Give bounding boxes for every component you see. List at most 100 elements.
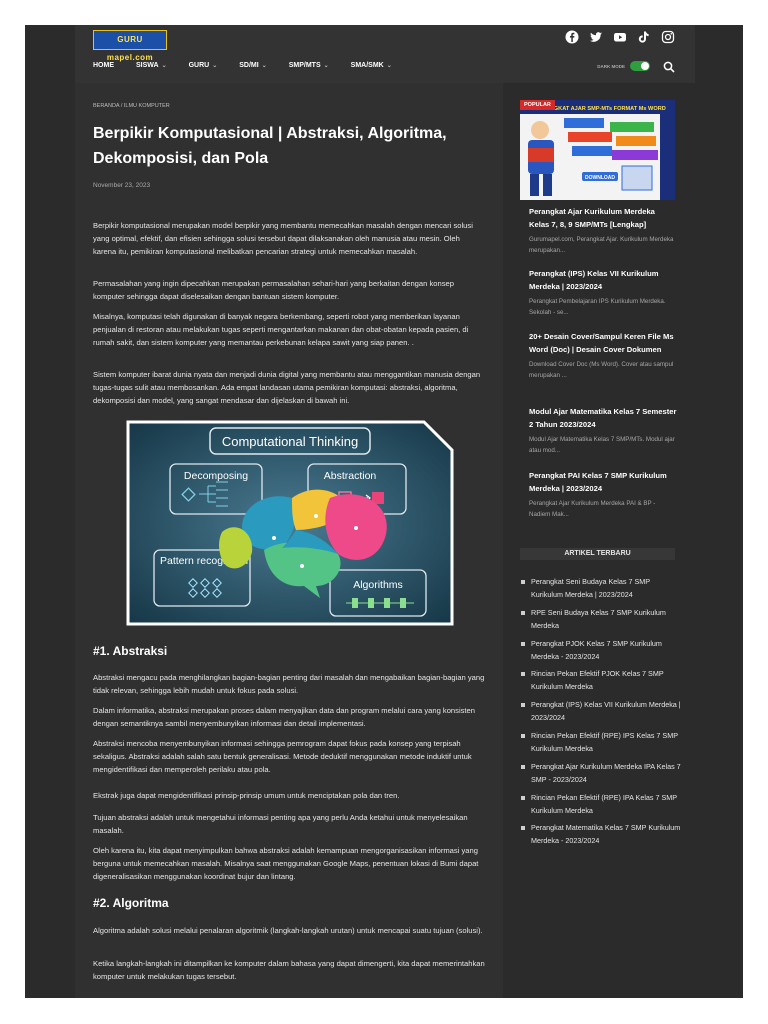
section-heading-algoritma: #2. Algoritma — [93, 896, 169, 910]
page-title: Berpikir Komputasional | Abstraksi, Algo… — [93, 125, 447, 167]
article-paragraph: Permasalahan yang ingin dipecahkan merup… — [93, 279, 454, 301]
article-paragraph: Abstraksi mencoba menyembunyikan informa… — [93, 739, 472, 774]
recent-post-link[interactable]: Perangkat Matematika Kelas 7 SMP Kurikul… — [531, 823, 681, 845]
featured-download-label: DOWNLOAD — [585, 175, 615, 181]
recent-post-link[interactable]: Rincian Pekan Efektif PJOK Kelas 7 SMP K… — [531, 669, 664, 691]
list-item[interactable]: Rincian Pekan Efektif (RPE) IPA Kelas 7 … — [521, 792, 681, 817]
recent-post-link[interactable]: Perangkat Ajar Kurikulum Merdeka IPA Kel… — [531, 762, 681, 784]
post-date: November 23, 2023 — [93, 182, 151, 189]
nav-label: SISWA — [136, 62, 159, 69]
list-item[interactable]: Perangkat (IPS) Kelas VII Kurikulum Merd… — [521, 699, 681, 724]
chevron-down-icon: ⌄ — [161, 63, 167, 69]
popular-post-title[interactable]: 20+ Desain Cover/Sampul Keren File Ms Wo… — [529, 332, 674, 354]
popular-post-excerpt: Download Cover Doc (Ms Word). Cover atau… — [529, 361, 674, 379]
popular-post[interactable]: 20+ Desain Cover/Sampul Keren File Ms Wo… — [529, 331, 677, 381]
popular-post[interactable]: Perangkat (IPS) Kelas VII Kurikulum Merd… — [529, 268, 677, 318]
recent-post-link[interactable]: Perangkat PJOK Kelas 7 SMP Kurikulum Mer… — [531, 639, 662, 661]
twitter-icon[interactable] — [589, 30, 603, 44]
article-paragraph: Algoritma adalah solusi melalui penalara… — [93, 926, 483, 935]
figure-label-abstraction: Abstraction — [324, 470, 377, 482]
list-item[interactable]: RPE Seni Budaya Kelas 7 SMP Kurikulum Me… — [521, 607, 681, 632]
recent-post-link[interactable]: Perangkat (IPS) Kelas VII Kurikulum Merd… — [531, 700, 681, 722]
featured-post-image[interactable]: PERANGKAT AJAR SMP-MTs FORMAT Ms WORD DO… — [520, 100, 675, 200]
bullet-icon — [521, 796, 525, 800]
section-heading-abstraksi: #1. Abstraksi — [93, 644, 168, 658]
popular-post-title[interactable]: Modul Ajar Matematika Kelas 7 Semester 2… — [529, 407, 677, 429]
popular-post-excerpt: Gurumapel.com, Perangkat Ajar. Kurikulum… — [529, 236, 674, 254]
figure-label-decomposing: Decomposing — [184, 470, 248, 482]
social-links — [565, 30, 675, 44]
article-paragraph: Sistem komputer ibarat dunia nyata dan m… — [93, 370, 481, 405]
figure-label-algorithms: Algorithms — [353, 579, 403, 591]
popular-badge: POPULAR — [520, 100, 555, 110]
chevron-down-icon: ⌄ — [212, 63, 218, 69]
recent-post-link[interactable]: Rincian Pekan Efektif (RPE) IPS Kelas 7 … — [531, 731, 678, 753]
popular-post-excerpt: Perangkat Pembelajaran IPS Kurikulum Mer… — [529, 298, 666, 316]
nav-label: HOME — [93, 62, 114, 69]
nav-label: SD/MI — [239, 62, 259, 69]
bullet-icon — [521, 765, 525, 769]
nav-label: GURU — [188, 62, 210, 69]
bullet-icon — [521, 734, 525, 738]
article-paragraph: Oleh karena itu, kita dapat menyimpulkan… — [93, 846, 479, 881]
page-frame: GURU mapel.com HOME SISWA⌄ GURU⌄ SD/MI⌄ — [25, 25, 743, 998]
popular-post[interactable]: Modul Ajar Matematika Kelas 7 Semester 2… — [529, 406, 677, 456]
recent-post-link[interactable]: RPE Seni Budaya Kelas 7 SMP Kurikulum Me… — [531, 608, 666, 630]
popular-post-title[interactable]: Perangkat (IPS) Kelas VII Kurikulum Merd… — [529, 269, 659, 291]
nav-home[interactable]: HOME — [93, 62, 114, 69]
site-logo[interactable]: GURU mapel.com — [93, 30, 167, 62]
nav-guru[interactable]: GURU⌄ — [189, 62, 218, 69]
bullet-icon — [521, 580, 525, 584]
list-item[interactable]: Rincian Pekan Efektif PJOK Kelas 7 SMP K… — [521, 668, 681, 693]
article-paragraph: Tujuan abstraksi adalah untuk mengetahui… — [93, 813, 468, 835]
computational-thinking-figure: Computational Thinking Decomposing Abstr… — [126, 420, 454, 626]
facebook-icon[interactable] — [565, 30, 579, 44]
main-nav: HOME SISWA⌄ GURU⌄ SD/MI⌄ SMP/MTS⌄ SMA/SM… — [93, 62, 414, 69]
dark-mode-control: DARK MODE — [597, 61, 650, 71]
bullet-icon — [521, 642, 525, 646]
search-icon[interactable] — [663, 61, 675, 73]
recent-post-link[interactable]: Perangkat Seni Budaya Kelas 7 SMP Kuriku… — [531, 577, 650, 599]
nav-smp-mts[interactable]: SMP/MTS⌄ — [289, 62, 329, 69]
article-paragraph: Ketika langkah-langkah ini ditampilkan k… — [93, 959, 485, 981]
list-item[interactable]: Rincian Pekan Efektif (RPE) IPS Kelas 7 … — [521, 730, 681, 755]
chevron-down-icon: ⌄ — [261, 63, 267, 69]
nav-label: SMA/SMK — [350, 62, 384, 69]
bullet-icon — [521, 611, 525, 615]
article-paragraph: Misalnya, komputasi telah digunakan di b… — [93, 312, 469, 347]
bullet-icon — [521, 703, 525, 707]
list-item[interactable]: Perangkat Seni Budaya Kelas 7 SMP Kuriku… — [521, 576, 681, 601]
nav-label: SMP/MTS — [288, 62, 321, 69]
site-header: GURU mapel.com HOME SISWA⌄ GURU⌄ SD/MI⌄ — [75, 25, 695, 83]
youtube-icon[interactable] — [613, 30, 627, 44]
popular-post-title[interactable]: Perangkat Ajar Kurikulum Merdeka Kelas 7… — [529, 207, 655, 229]
chevron-down-icon: ⌄ — [386, 63, 392, 69]
article-paragraph: Berpikir komputasional merupakan model b… — [93, 221, 473, 256]
recent-post-link[interactable]: Rincian Pekan Efektif (RPE) IPA Kelas 7 … — [531, 793, 677, 815]
figure-title: Computational Thinking — [222, 434, 358, 449]
list-item[interactable]: Perangkat PJOK Kelas 7 SMP Kurikulum Mer… — [521, 638, 681, 663]
chevron-down-icon: ⌄ — [323, 63, 329, 69]
instagram-icon[interactable] — [661, 30, 675, 44]
list-item[interactable]: Perangkat Ajar Kurikulum Merdeka IPA Kel… — [521, 761, 681, 786]
breadcrumb[interactable]: BERANDA / ILMU KOMPUTER — [93, 103, 170, 109]
popular-post-excerpt: Perangkat Ajar Kurikulum Merdeka PAI & B… — [529, 500, 656, 518]
article-main: BERANDA / ILMU KOMPUTER Berpikir Komputa… — [75, 83, 503, 998]
featured-banner-text: PERANGKAT AJAR SMP-MTs FORMAT Ms WORD — [534, 106, 666, 112]
nav-siswa[interactable]: SISWA⌄ — [136, 62, 167, 69]
popular-post[interactable]: Perangkat Ajar Kurikulum Merdeka Kelas 7… — [529, 206, 677, 256]
popular-post-title[interactable]: Perangkat PAI Kelas 7 SMP Kurikulum Merd… — [529, 471, 667, 493]
list-item[interactable]: Perangkat Matematika Kelas 7 SMP Kurikul… — [521, 822, 681, 847]
popular-post-excerpt: Modul Ajar Matematika Kelas 7 SMP/MTs. M… — [529, 436, 675, 454]
nav-sd-mi[interactable]: SD/MI⌄ — [239, 62, 266, 69]
popular-post[interactable]: Perangkat PAI Kelas 7 SMP Kurikulum Merd… — [529, 470, 677, 520]
bullet-icon — [521, 672, 525, 676]
dark-mode-toggle[interactable] — [630, 61, 650, 71]
article-paragraph: Abstraksi mengacu pada menghilangkan bag… — [93, 673, 485, 695]
dark-mode-label: DARK MODE — [597, 63, 625, 69]
tiktok-icon[interactable] — [637, 30, 651, 44]
nav-sma-smk[interactable]: SMA/SMK⌄ — [351, 62, 392, 69]
article-paragraph: Dalam informatika, abstraksi merupakan p… — [93, 706, 475, 728]
article-paragraph: Ekstrak juga dapat mengidentifikasi prin… — [93, 791, 400, 800]
bullet-icon — [521, 826, 525, 830]
